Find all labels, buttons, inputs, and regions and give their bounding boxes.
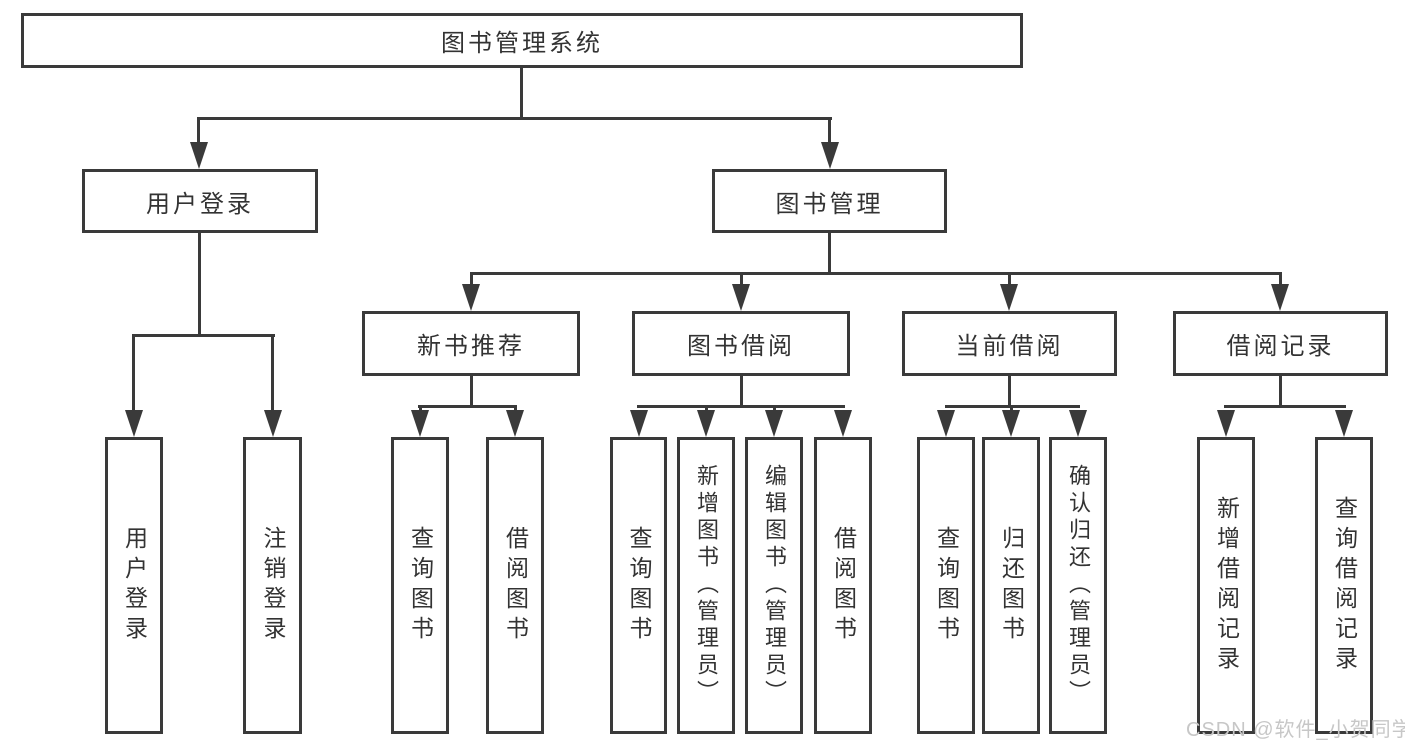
leaf-nbr-query-box: 查询图书 bbox=[391, 437, 449, 734]
borrow-records-split-vline bbox=[1279, 376, 1282, 408]
new-book-rec-split-hline bbox=[418, 405, 517, 408]
arrow-stem-current-borrow bbox=[1008, 272, 1011, 288]
user-login-split-hline bbox=[132, 334, 275, 337]
leaf-logout-box: 注销登录 bbox=[243, 437, 302, 734]
arrowhead-cb-confirm bbox=[1069, 410, 1087, 437]
arrow-stem-borrow-records bbox=[1279, 272, 1282, 288]
arrow-stem-book-borrow bbox=[740, 272, 743, 288]
leaf-user-login-box: 用户登录 bbox=[105, 437, 163, 734]
arrowhead-book-mgmt bbox=[821, 142, 839, 169]
csdn-watermark: CSDN @软件_小贺同学 bbox=[1186, 719, 1405, 741]
root-node-box: 图书管理系统 bbox=[21, 13, 1023, 68]
arrow-stem-leaf-user-login bbox=[132, 334, 135, 416]
borrow-records-node-label: 借阅记录 bbox=[1226, 333, 1335, 360]
arrowhead-user-login bbox=[190, 142, 208, 169]
leaf-nbr-borrow-label: 借阅图书 bbox=[502, 525, 529, 646]
new-book-rec-split-vline bbox=[470, 376, 473, 408]
book-mgmt-split-vline bbox=[828, 233, 831, 275]
arrow-stem-user-login bbox=[197, 117, 200, 149]
arrowhead-book-borrow bbox=[732, 284, 750, 311]
arrowhead-bb-edit bbox=[765, 410, 783, 437]
leaf-cb-confirm-label: 确认归还（管理员） bbox=[1066, 464, 1091, 707]
leaf-user-login-label: 用户登录 bbox=[121, 525, 148, 646]
leaf-bb-query-label: 查询图书 bbox=[626, 525, 652, 646]
arrowhead-leaf-user-login bbox=[125, 410, 143, 437]
arrow-stem-leaf-logout bbox=[271, 334, 274, 416]
arrowhead-borrow-records bbox=[1271, 284, 1289, 311]
root-split-vline bbox=[520, 68, 523, 120]
arrowhead-new-book-rec bbox=[462, 284, 480, 311]
arrowhead-br-query bbox=[1335, 410, 1353, 437]
book-mgmt-node-box: 图书管理 bbox=[712, 169, 947, 233]
leaf-nbr-borrow-box: 借阅图书 bbox=[486, 437, 544, 734]
leaf-cb-return-box: 归还图书 bbox=[982, 437, 1040, 734]
book-borrow-node-box: 图书借阅 bbox=[632, 311, 850, 376]
new-book-rec-node-box: 新书推荐 bbox=[362, 311, 580, 376]
current-borrow-node-box: 当前借阅 bbox=[902, 311, 1117, 376]
arrowhead-nbr-query bbox=[411, 410, 429, 437]
leaf-bb-query-box: 查询图书 bbox=[610, 437, 667, 734]
leaf-bb-add-label: 新增图书（管理员） bbox=[694, 464, 719, 707]
user-login-node-label: 用户登录 bbox=[146, 190, 254, 218]
leaf-br-query-label: 查询借阅记录 bbox=[1331, 495, 1358, 676]
leaf-cb-return-label: 归还图书 bbox=[998, 525, 1025, 646]
leaf-bb-borrow-label: 借阅图书 bbox=[830, 525, 857, 646]
borrow-records-node-box: 借阅记录 bbox=[1173, 311, 1388, 376]
new-book-rec-node-label: 新书推荐 bbox=[417, 333, 525, 360]
book-borrow-split-hline bbox=[637, 405, 845, 408]
arrowhead-cb-query bbox=[937, 410, 955, 437]
leaf-logout-label: 注销登录 bbox=[260, 525, 286, 646]
book-mgmt-split-hline bbox=[470, 272, 1282, 275]
leaf-br-query-box: 查询借阅记录 bbox=[1315, 437, 1373, 734]
leaf-br-add-label: 新增借阅记录 bbox=[1213, 495, 1240, 676]
leaf-cb-confirm-box: 确认归还（管理员） bbox=[1049, 437, 1107, 734]
arrowhead-bb-add bbox=[697, 410, 715, 437]
leaf-br-add-box: 新增借阅记录 bbox=[1197, 437, 1255, 734]
arrowhead-bb-borrow bbox=[834, 410, 852, 437]
leaf-bb-edit-label: 编辑图书（管理员） bbox=[762, 464, 787, 707]
arrow-stem-book-mgmt bbox=[828, 117, 831, 149]
leaf-cb-query-label: 查询图书 bbox=[933, 525, 960, 646]
arrowhead-current-borrow bbox=[1000, 284, 1018, 311]
user-login-node-box: 用户登录 bbox=[82, 169, 318, 233]
arrowhead-bb-query bbox=[630, 410, 648, 437]
leaf-bb-add-box: 新增图书（管理员） bbox=[677, 437, 735, 734]
book-borrow-split-vline bbox=[740, 376, 743, 408]
leaf-bb-edit-box: 编辑图书（管理员） bbox=[745, 437, 803, 734]
book-mgmt-node-label: 图书管理 bbox=[775, 190, 884, 218]
arrowhead-leaf-logout bbox=[264, 410, 282, 437]
current-borrow-node-label: 当前借阅 bbox=[955, 333, 1064, 360]
root-split-hline bbox=[197, 117, 832, 120]
arrowhead-br-add bbox=[1217, 410, 1235, 437]
root-node-label: 图书管理系统 bbox=[441, 30, 603, 57]
arrowhead-nbr-borrow bbox=[506, 410, 524, 437]
arrow-stem-new-book-rec bbox=[470, 272, 473, 288]
book-borrow-node-label: 图书借阅 bbox=[687, 333, 795, 360]
leaf-bb-borrow-box: 借阅图书 bbox=[814, 437, 872, 734]
leaf-cb-query-box: 查询图书 bbox=[917, 437, 975, 734]
leaf-nbr-query-label: 查询图书 bbox=[407, 525, 434, 646]
user-login-split-vline bbox=[198, 233, 201, 337]
current-borrow-split-vline bbox=[1008, 376, 1011, 408]
arrowhead-cb-return bbox=[1002, 410, 1020, 437]
borrow-records-split-hline bbox=[1224, 405, 1346, 408]
